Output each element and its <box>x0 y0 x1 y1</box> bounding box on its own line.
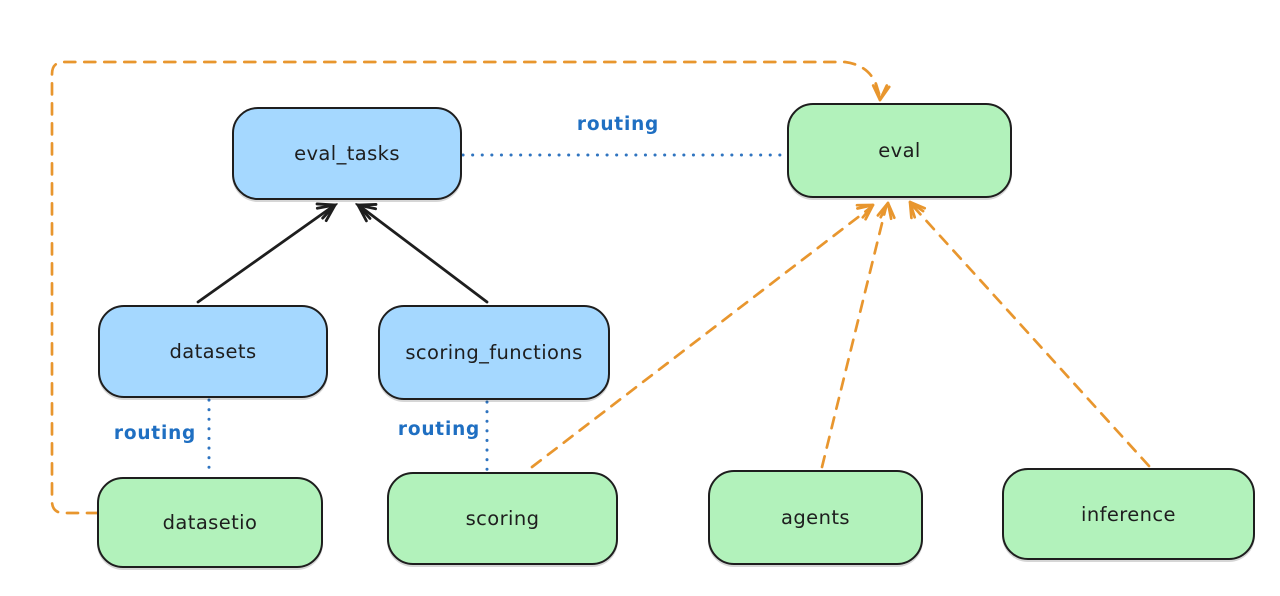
node-inference: inference <box>1002 468 1255 560</box>
node-eval: eval <box>787 103 1012 198</box>
node-agents-label: agents <box>781 506 850 529</box>
routing-label-datasets-datasetio: routing <box>113 423 197 444</box>
node-scoring-label: scoring <box>465 507 540 530</box>
node-datasets-label: datasets <box>169 340 257 363</box>
routing-label-evaltasks-eval: routing <box>576 114 660 135</box>
node-datasetio: datasetio <box>97 477 323 568</box>
node-eval-tasks: eval_tasks <box>232 107 462 200</box>
edge-scoringfunctions-evaltasks <box>359 205 489 304</box>
node-datasetio-label: datasetio <box>162 511 258 534</box>
node-inference-label: inference <box>1081 502 1176 526</box>
routing-label-scoringfunctions-scoring: routing <box>397 419 481 440</box>
edge-agents-eval <box>820 205 888 469</box>
edge-datasetio-eval <box>50 60 882 515</box>
edge-datasets-evaltasks <box>196 205 334 304</box>
node-scoring-functions-label: scoring_functions <box>405 341 583 364</box>
node-agents: agents <box>708 470 923 565</box>
edge-inference-eval <box>910 203 1151 468</box>
node-eval-tasks-label: eval_tasks <box>294 142 400 165</box>
node-eval-label: eval <box>878 139 921 162</box>
node-scoring: scoring <box>387 472 618 565</box>
node-scoring-functions: scoring_functions <box>378 305 610 400</box>
node-datasets: datasets <box>98 305 328 398</box>
edge-scoring-eval <box>530 206 872 469</box>
